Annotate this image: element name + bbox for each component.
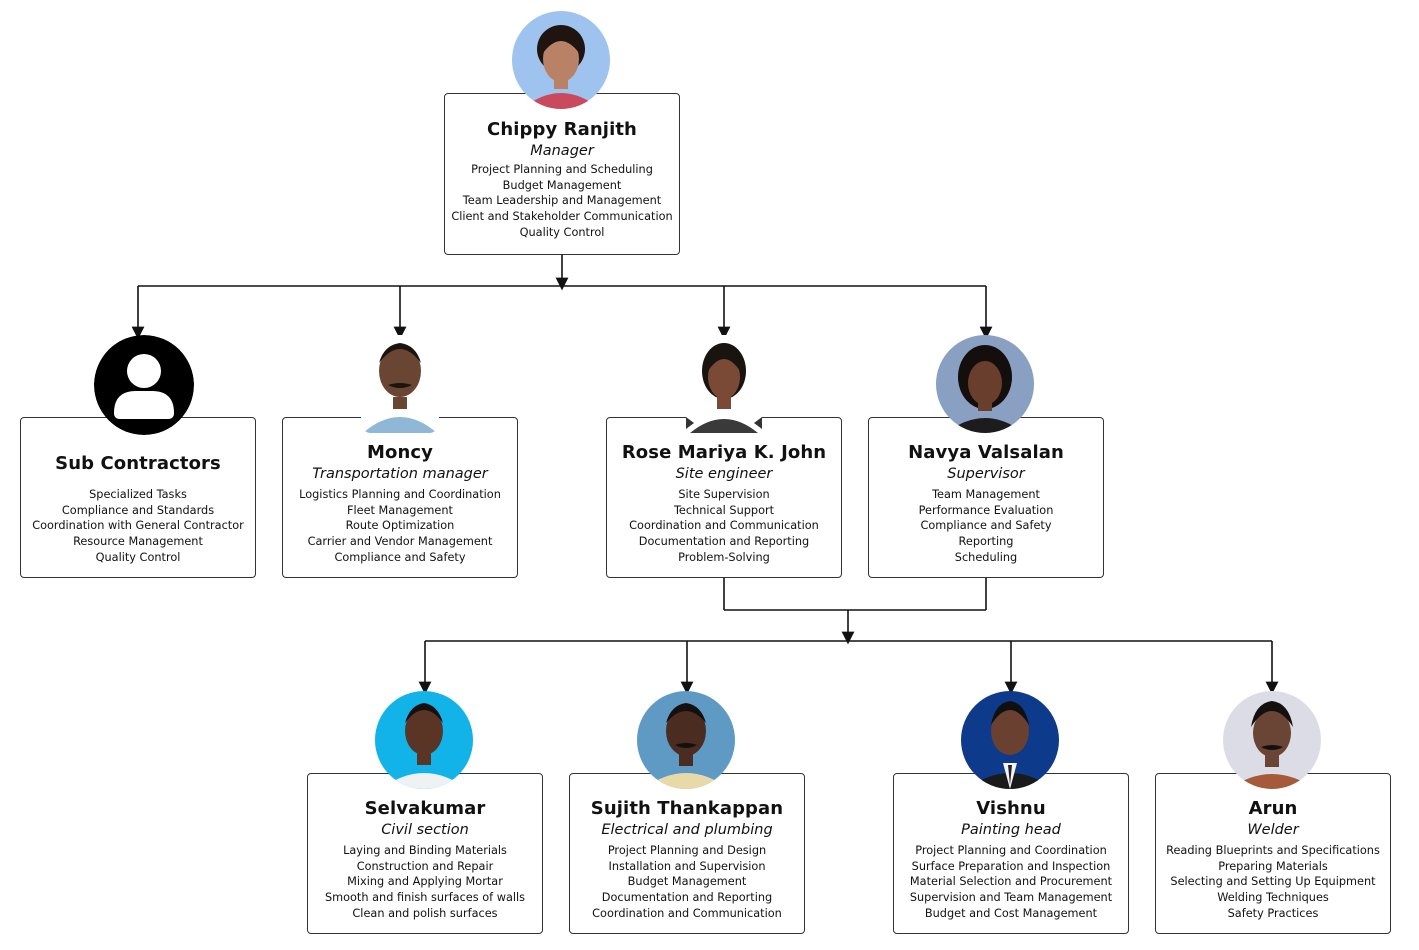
rose-avatar bbox=[686, 335, 762, 433]
rose-duties: Site Supervision Technical Support Coord… bbox=[607, 487, 841, 566]
duty-item: Coordination and Communication bbox=[629, 519, 819, 533]
duty-item: Compliance and Standards bbox=[61, 503, 215, 517]
duty-item: Project Planning and Coordination bbox=[915, 844, 1107, 857]
duty-item: Logistics Planning and Coordination bbox=[299, 488, 501, 501]
sujith-avatar bbox=[637, 691, 735, 789]
rose-role: Site engineer bbox=[675, 466, 773, 482]
duty-item: Coordination with General Contractor bbox=[32, 519, 244, 533]
manager-avatar bbox=[512, 11, 610, 109]
duty-item: Mixing and Applying Mortar bbox=[347, 875, 503, 889]
moncy-role: Transportation manager bbox=[312, 466, 488, 482]
moncy-card: Moncy Transportation manager Logistics P… bbox=[282, 417, 518, 578]
duty-item: Problem-Solving bbox=[678, 550, 770, 564]
vishnu-role: Painting head bbox=[961, 822, 1061, 838]
duty-item: Documentation and Reporting bbox=[601, 891, 773, 905]
sujith-role: Electrical and plumbing bbox=[601, 822, 773, 838]
duty-item: Quality Control bbox=[519, 225, 605, 239]
duty-item: Specialized Tasks bbox=[89, 488, 187, 501]
duty-item: Material Selection and Procurement bbox=[909, 875, 1113, 889]
manager-role: Manager bbox=[530, 143, 594, 159]
duty-item: Team Management bbox=[932, 488, 1040, 501]
selvakumar-card: Selvakumar Civil section Laying and Bind… bbox=[307, 773, 543, 934]
navya-avatar bbox=[936, 335, 1034, 433]
duty-item: Scheduling bbox=[954, 550, 1018, 564]
selvakumar-duties: Laying and Binding Materials Constructio… bbox=[308, 843, 542, 922]
duty-item: Preparing Materials bbox=[1218, 859, 1328, 873]
arun-duties: Reading Blueprints and Specifications Pr… bbox=[1156, 843, 1390, 922]
sujith-card: Sujith Thankappan Electrical and plumbin… bbox=[569, 773, 805, 934]
navya-card: Navya Valsalan Supervisor Team Managemen… bbox=[868, 417, 1104, 578]
duty-item: Welding Techniques bbox=[1217, 891, 1329, 905]
duty-item: Technical Support bbox=[673, 503, 775, 517]
subcontractors-duties: Specialized Tasks Compliance and Standar… bbox=[21, 487, 255, 566]
subcontractors-card: Sub Contractors Specialized Tasks Compli… bbox=[20, 417, 256, 578]
duty-item: Client and Stakeholder Communication bbox=[451, 210, 673, 224]
duty-item: Route Optimization bbox=[345, 519, 455, 533]
duty-item: Compliance and Safety bbox=[334, 550, 466, 564]
rose-name: Rose Mariya K. John bbox=[621, 442, 827, 463]
duty-item: Selecting and Setting Up Equipment bbox=[1170, 875, 1376, 889]
duty-item: Coordination and Communication bbox=[592, 906, 782, 920]
arun-avatar bbox=[1223, 691, 1321, 789]
duty-item: Safety Practices bbox=[1227, 906, 1319, 920]
duty-item: Installation and Supervision bbox=[608, 859, 766, 873]
navya-role: Supervisor bbox=[947, 466, 1025, 482]
duty-item: Fleet Management bbox=[347, 503, 453, 517]
manager-name: Chippy Ranjith bbox=[487, 119, 637, 140]
manager-duties: Project Planning and Scheduling Budget M… bbox=[445, 162, 679, 241]
vishnu-card: Vishnu Painting head Project Planning an… bbox=[893, 773, 1129, 934]
moncy-duties: Logistics Planning and Coordination Flee… bbox=[283, 487, 517, 566]
selvakumar-avatar bbox=[375, 691, 473, 789]
duty-item: Reporting bbox=[958, 535, 1014, 549]
duty-item: Reading Blueprints and Specifications bbox=[1166, 844, 1380, 857]
rose-card: Rose Mariya K. John Site engineer Site S… bbox=[606, 417, 842, 578]
arun-card: Arun Welder Reading Blueprints and Speci… bbox=[1155, 773, 1391, 934]
duty-item: Carrier and Vendor Management bbox=[307, 535, 493, 549]
duty-item: Team Leadership and Management bbox=[462, 194, 662, 208]
sujith-duties: Project Planning and Design Installation… bbox=[570, 843, 804, 922]
duty-item: Documentation and Reporting bbox=[638, 535, 810, 549]
moncy-avatar bbox=[361, 335, 439, 433]
moncy-name: Moncy bbox=[367, 442, 433, 463]
arun-role: Welder bbox=[1247, 822, 1299, 838]
user-icon bbox=[94, 335, 194, 435]
duty-item: Performance Evaluation bbox=[918, 503, 1054, 517]
duty-item: Budget and Cost Management bbox=[924, 906, 1098, 920]
vishnu-duties: Project Planning and Coordination Surfac… bbox=[894, 843, 1128, 922]
selvakumar-name: Selvakumar bbox=[364, 798, 486, 819]
duty-item: Surface Preparation and Inspection bbox=[911, 859, 1111, 873]
duty-item: Supervision and Team Management bbox=[909, 891, 1113, 905]
vishnu-avatar bbox=[961, 691, 1059, 789]
subcontractors-name: Sub Contractors bbox=[55, 453, 221, 474]
duty-item: Construction and Repair bbox=[356, 859, 494, 873]
selvakumar-role: Civil section bbox=[381, 822, 469, 838]
manager-card: Chippy Ranjith Manager Project Planning … bbox=[444, 93, 680, 255]
arun-name: Arun bbox=[1248, 798, 1298, 819]
duty-item: Project Planning and Design bbox=[607, 844, 767, 857]
duty-item: Resource Management bbox=[73, 535, 203, 549]
duty-item: Budget Management bbox=[627, 875, 747, 889]
vishnu-name: Vishnu bbox=[976, 798, 1046, 819]
duty-item: Project Planning and Scheduling bbox=[471, 163, 653, 176]
duty-item: Quality Control bbox=[95, 550, 181, 564]
duty-item: Site Supervision bbox=[678, 488, 770, 501]
navya-duties: Team Management Performance Evaluation C… bbox=[869, 487, 1103, 566]
navya-name: Navya Valsalan bbox=[908, 442, 1064, 463]
duty-item: Budget Management bbox=[502, 178, 622, 192]
duty-item: Compliance and Safety bbox=[920, 519, 1052, 533]
duty-item: Laying and Binding Materials bbox=[343, 844, 507, 857]
duty-item: Smooth and finish surfaces of walls bbox=[324, 891, 526, 905]
sujith-name: Sujith Thankappan bbox=[590, 798, 784, 819]
duty-item: Clean and polish surfaces bbox=[352, 906, 498, 920]
